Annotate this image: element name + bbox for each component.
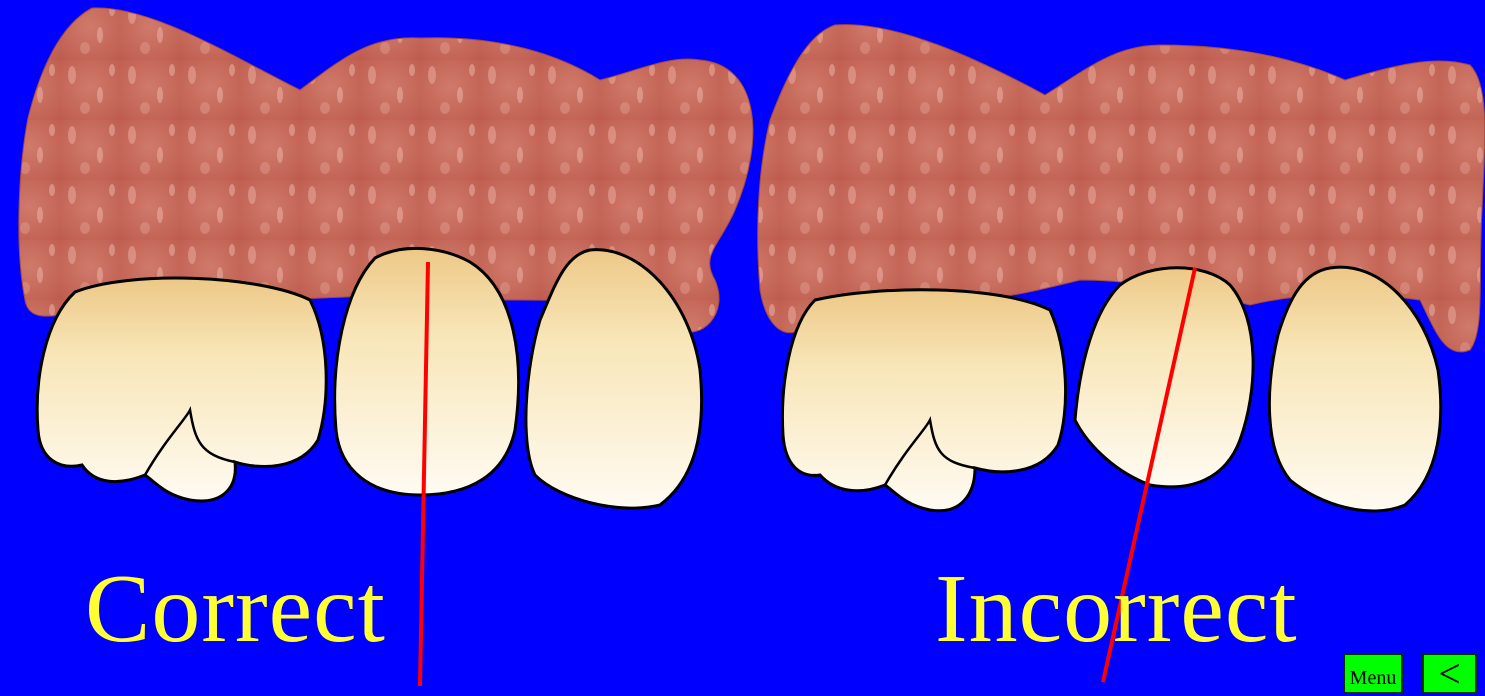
caption-incorrect: Incorrect [935,560,1298,658]
menu-button[interactable]: Menu [1343,653,1403,694]
caption-correct: Correct [85,560,386,658]
molar-left [37,278,326,501]
molar-right [782,290,1065,511]
central-incisor-right-tilted [1075,268,1253,487]
lateral-incisor-right [1269,267,1440,511]
back-button[interactable]: < [1422,653,1477,694]
